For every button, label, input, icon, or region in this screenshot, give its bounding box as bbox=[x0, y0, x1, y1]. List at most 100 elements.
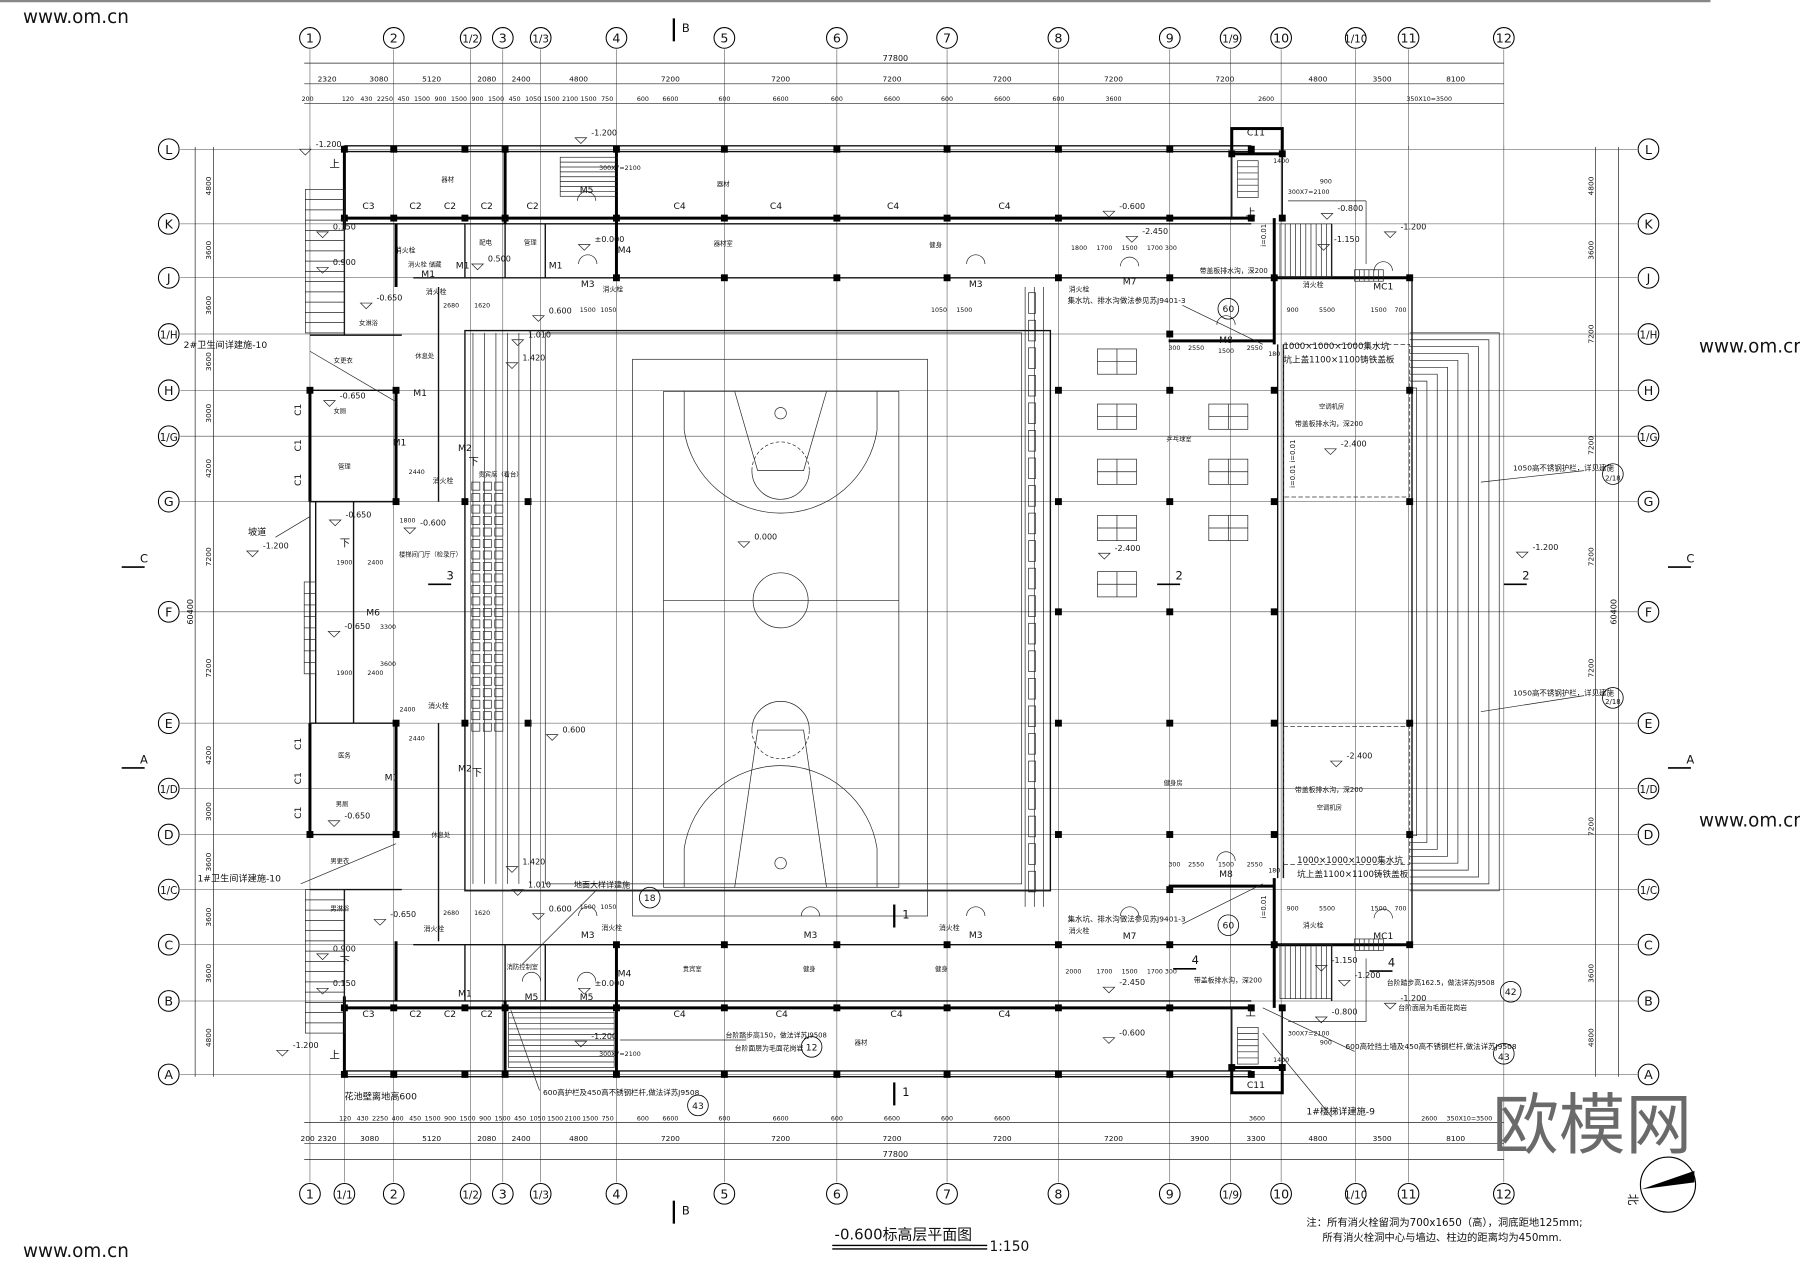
room-label: 配电 bbox=[479, 237, 492, 246]
axis-label: L bbox=[165, 142, 172, 157]
detail-reference-number: 18 bbox=[644, 893, 656, 904]
dimension-text: 1500 bbox=[580, 904, 596, 911]
dimension-text: 300 bbox=[1165, 245, 1177, 252]
room-label: 男厕 bbox=[336, 800, 349, 808]
axis-bubble-left: C bbox=[157, 933, 180, 956]
axis-bubble-top: 1/3 bbox=[529, 27, 552, 49]
axis-bubble-right: G bbox=[1637, 490, 1660, 513]
seat bbox=[482, 630, 492, 640]
dimension-text: 2400 bbox=[400, 707, 416, 714]
dimension-text: 3600 bbox=[204, 852, 213, 871]
dimension-text: 4800 bbox=[569, 1134, 588, 1143]
dimension-text: 180 bbox=[1268, 867, 1280, 874]
structural-column bbox=[1406, 498, 1414, 506]
terrace-step bbox=[1409, 366, 1448, 857]
elevation-marker bbox=[531, 315, 545, 322]
seat bbox=[494, 527, 504, 537]
section-mark-label: 1 bbox=[902, 1085, 909, 1099]
door-window-tag: M1 bbox=[413, 388, 427, 399]
fire-hydrant-label: 消火栓 bbox=[424, 924, 445, 933]
dimension-text: 600 bbox=[831, 96, 843, 103]
watermark-url: www.om.cn bbox=[1699, 336, 1800, 357]
leader-line bbox=[522, 889, 598, 965]
dimension-text: 3300 bbox=[380, 624, 396, 631]
dimension-text: 900 bbox=[472, 96, 484, 103]
structural-column bbox=[1166, 214, 1174, 222]
seat bbox=[482, 550, 492, 560]
axis-label: K bbox=[165, 216, 174, 231]
terrace-step bbox=[1409, 360, 1459, 864]
dimension-text: 450 bbox=[514, 1115, 526, 1122]
ramp-steps bbox=[303, 581, 317, 675]
axis-label: 1/H bbox=[160, 330, 178, 342]
dimension-text: 4800 bbox=[204, 176, 213, 195]
axis-bubble-circle bbox=[157, 212, 180, 235]
axis-label: 10 bbox=[1273, 30, 1289, 45]
stepped-terrace bbox=[1409, 332, 1500, 892]
dimension-text: 300X7=2100 bbox=[1288, 189, 1330, 196]
axis-bubble-circle bbox=[1219, 27, 1242, 49]
structural-column bbox=[833, 941, 841, 949]
structural-column bbox=[1166, 719, 1174, 727]
room-label: 健身 bbox=[803, 964, 816, 973]
seat bbox=[482, 585, 492, 594]
leader-line bbox=[510, 1010, 540, 1091]
structural-column bbox=[1406, 719, 1414, 727]
axis-bubble-left: A bbox=[157, 1063, 180, 1086]
dimension-text: 1400 bbox=[1273, 158, 1289, 165]
door-swing bbox=[966, 254, 986, 265]
annotation-text: 1000×1000×1000集水坑 bbox=[1297, 854, 1403, 866]
detail-reference-number: 42 bbox=[1505, 987, 1517, 998]
elevation-marker bbox=[1314, 965, 1328, 972]
axis-bubble-right: L bbox=[1637, 138, 1660, 161]
dimension-text: 3080 bbox=[369, 74, 388, 83]
axis-bubble-circle bbox=[713, 27, 736, 49]
axis-bubble-circle bbox=[1637, 138, 1660, 161]
axis-bubble-circle bbox=[491, 27, 514, 49]
door-window-tag: M3 bbox=[804, 930, 818, 941]
axis-label: F bbox=[165, 604, 172, 619]
elevation-label: -0.600 bbox=[420, 519, 446, 528]
axis-label: 2 bbox=[390, 30, 398, 45]
dimension-text: 2320 bbox=[318, 74, 337, 83]
seat bbox=[1028, 815, 1036, 838]
dimension-text: 7200 bbox=[1586, 817, 1595, 836]
structural-column bbox=[1278, 214, 1286, 222]
axis-bubble-bottom: 9 bbox=[1158, 1182, 1181, 1205]
terrace-step bbox=[1409, 353, 1469, 871]
steps-mc1-bottom bbox=[1354, 938, 1384, 951]
fire-hydrant-label: 消火栓 bbox=[433, 476, 454, 485]
dimension-text: 2680 bbox=[443, 303, 459, 310]
axis-bubble-circle bbox=[333, 1182, 356, 1205]
elevation-label: 1.420 bbox=[522, 857, 545, 866]
axis-bubble-right: 1/D bbox=[1637, 777, 1660, 800]
seat bbox=[494, 688, 504, 698]
axis-label: H bbox=[164, 383, 173, 398]
structural-column bbox=[1054, 498, 1062, 506]
door-window-tag: C11 bbox=[1247, 127, 1265, 138]
seat bbox=[482, 493, 492, 502]
axis-bubble-right: 1/G bbox=[1637, 425, 1660, 448]
elevation-marker bbox=[1125, 236, 1139, 243]
elevation-label: -1.150 bbox=[1332, 956, 1358, 965]
dimension-text: 900 bbox=[1320, 179, 1332, 186]
door-swing bbox=[1373, 261, 1393, 271]
dimension-text: 200 bbox=[302, 96, 314, 103]
elevation-label: ±0.000 bbox=[595, 979, 625, 988]
seat bbox=[494, 504, 504, 514]
dimension-text: 2550 bbox=[1188, 862, 1204, 869]
seat bbox=[471, 550, 481, 560]
annotation-text: 上 bbox=[329, 1049, 339, 1061]
axis-bubble-right: 1/H bbox=[1637, 323, 1660, 345]
dimension-text: 7200 bbox=[993, 74, 1012, 83]
dimension-text: 2600 bbox=[1421, 1115, 1437, 1122]
dimension-text: 60400 bbox=[1609, 599, 1618, 624]
dimension-text: 2250 bbox=[372, 1115, 388, 1122]
annotation-text: 1#楼梯详建施-9 bbox=[1306, 1106, 1375, 1118]
door-swing bbox=[800, 906, 820, 917]
structural-column bbox=[613, 145, 620, 153]
seat bbox=[1028, 292, 1036, 314]
axis-bubble-circle bbox=[1637, 266, 1660, 289]
